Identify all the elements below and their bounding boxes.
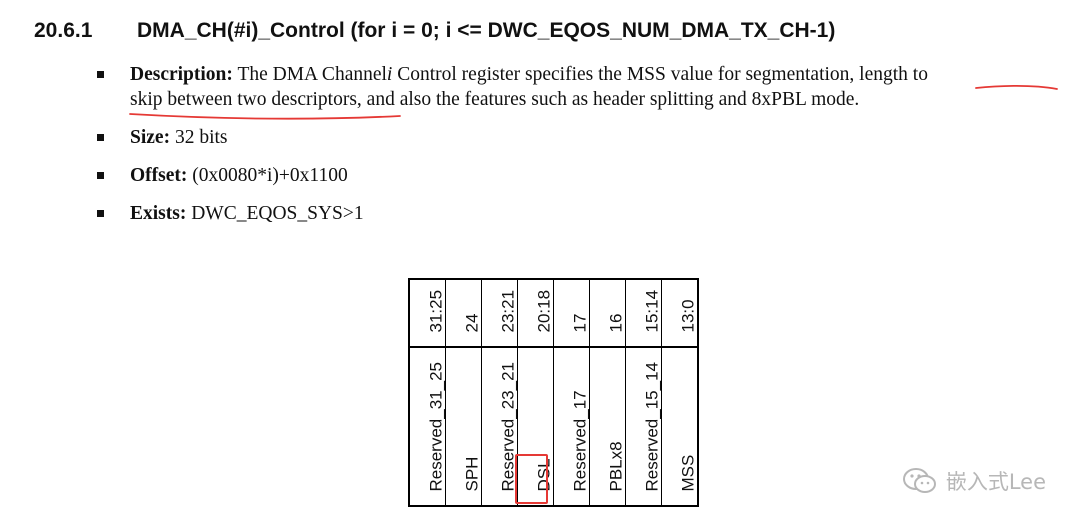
bit-range-row: 31:25 24 23:21 20:18 17 16 15:14 13:0 [408, 278, 699, 348]
bit-range-cell: 20:18 [534, 289, 553, 333]
field-name-cell: MSS [678, 454, 697, 492]
section-heading: 20.6.1 DMA_CH(#i)_Control (for i = 0; i <… [34, 19, 835, 43]
description-text-part3: , and also the features such as header s… [356, 89, 860, 110]
section-title: DMA_CH(#i)_Control (for i = 0; i <= DWC_… [137, 19, 836, 42]
underline-length-to [975, 84, 1058, 90]
bullet-square-icon [97, 210, 104, 217]
description-text-part1: The DMA Channel [237, 64, 387, 85]
field-name-cell: PBLx8 [606, 441, 625, 492]
bit-range-cell: 24 [462, 313, 481, 333]
bit-range-cell: 31:25 [426, 289, 445, 333]
description-label: Description: [130, 64, 233, 85]
field-name-cell: Reserved_17 [570, 390, 589, 492]
field-name-cell: Reserved_31_25 [426, 362, 445, 492]
bit-range-cell: 13:0 [678, 299, 697, 333]
register-properties-list: Description: The DMA Channeli Control re… [94, 62, 928, 239]
exists-label: Exists: [130, 203, 187, 224]
size-item: Size: 32 bits [94, 125, 928, 150]
underlined-length-to: length to [859, 64, 928, 85]
offset-value: (0x0080*i)+0x1100 [187, 165, 348, 186]
exists-value: DWC_EQOS_SYS>1 [186, 203, 364, 224]
wechat-icon [902, 468, 936, 493]
bullet-square-icon [97, 172, 104, 179]
description-italic-i: i [386, 64, 393, 85]
section-number: 20.6.1 [34, 19, 93, 42]
field-name-row: Reserved_31_25 SPH Reserved_23_21 DSL Re… [408, 346, 699, 507]
description-item: Description: The DMA Channeli Control re… [94, 62, 928, 112]
field-name-cell: SPH [462, 456, 481, 492]
field-name-cell: Reserved_23_21 [498, 362, 517, 492]
offset-label: Offset: [130, 165, 188, 186]
dsl-highlight-box [515, 454, 548, 504]
offset-item: Offset: (0x0080*i)+0x1100 [94, 163, 928, 188]
bit-range-cell: 17 [570, 313, 589, 333]
description-text-part2: Control register specifies the MSS value… [392, 64, 860, 85]
exists-item: Exists: DWC_EQOS_SYS>1 [94, 201, 928, 226]
bit-range-cell: 16 [606, 313, 625, 333]
size-label: Size: [130, 127, 171, 148]
size-value: 32 bits [170, 127, 228, 148]
bit-range-cell: 23:21 [498, 289, 517, 333]
watermark-text: 嵌入式Lee [945, 470, 1046, 494]
watermark: 嵌入式Lee [902, 466, 1046, 496]
register-bitfield-table: 31:25 24 23:21 20:18 17 16 15:14 13:0 Re… [408, 278, 699, 507]
underlined-skip-between: skip between two descriptors [130, 89, 357, 110]
bullet-square-icon [97, 134, 104, 141]
bit-range-cell: 15:14 [642, 289, 661, 333]
bullet-square-icon [97, 71, 104, 78]
field-name-cell: Reserved_15_14 [642, 362, 661, 492]
